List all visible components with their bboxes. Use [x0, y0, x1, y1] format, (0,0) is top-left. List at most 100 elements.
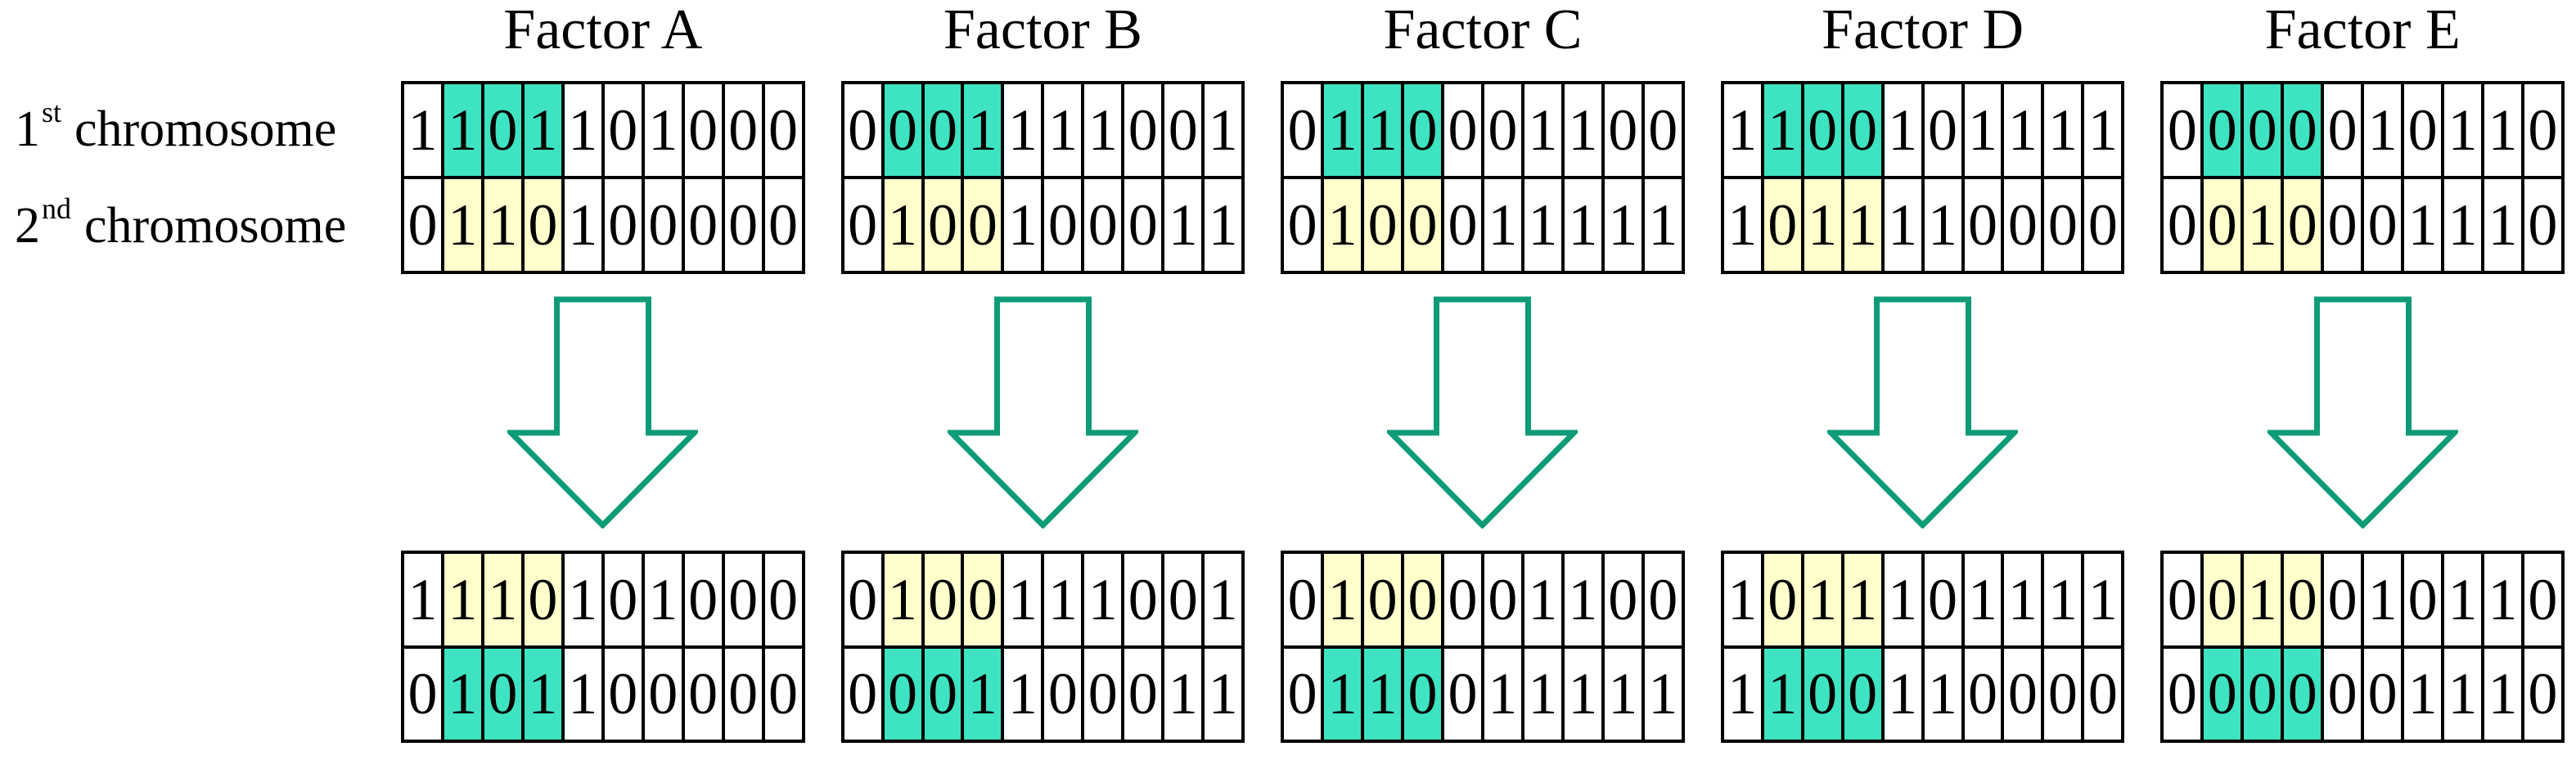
gene-cell: 1 [1201, 81, 1245, 179]
gene-cell: 0 [1441, 645, 1484, 743]
gene-cell: 1 [561, 81, 605, 179]
gene-cell: 0 [761, 551, 805, 649]
gene-cell: 0 [2361, 645, 2405, 743]
gene-cell: 0 [2281, 176, 2325, 274]
gene-cell: 0 [2520, 176, 2565, 274]
gene-cell: 0 [1441, 551, 1484, 649]
gene-cell: 1 [1520, 176, 1565, 274]
gene-cell: 0 [1480, 551, 1524, 649]
gene-cell: 1 [880, 176, 925, 274]
gene-cell: 0 [480, 645, 525, 743]
gene-cell: 0 [1840, 81, 1885, 179]
gene-cell: 0 [1441, 81, 1484, 179]
gene-cell: 0 [2401, 551, 2445, 649]
crossover-arrow [401, 274, 805, 551]
gene-cell: 0 [2160, 551, 2204, 649]
gene-cell: 0 [480, 81, 525, 179]
gene-cell: 1 [1880, 81, 1925, 179]
gene-cell: 1 [1201, 551, 1245, 649]
gene-cell: 0 [2200, 176, 2245, 274]
gene-cell: 1 [1480, 176, 1524, 274]
gene-cell: 1 [561, 645, 605, 743]
gene-cell: 1 [1001, 176, 1045, 274]
gene-cell: 1 [440, 645, 484, 743]
gene-cell: 0 [1281, 645, 1325, 743]
gene-cell: 0 [2200, 645, 2245, 743]
gene-cell: 0 [601, 176, 645, 274]
gene-cell: 1 [2240, 551, 2285, 649]
gene-cell: 0 [840, 176, 885, 274]
gene-cell: 1 [1880, 645, 1925, 743]
gene-cell: 1 [1880, 176, 1925, 274]
gene-cell: 0 [1161, 81, 1205, 179]
gene-cell: 0 [520, 176, 565, 274]
gene-cell: 0 [921, 81, 965, 179]
gene-cell: 0 [2001, 176, 2045, 274]
gene-cell: 1 [1641, 645, 1685, 743]
label-word: chromosome [83, 198, 347, 254]
ordinal-number: 2 [15, 198, 40, 254]
ordinal-number: 1 [15, 101, 40, 157]
gene-cell: 1 [1800, 551, 1844, 649]
gene-cell: 0 [1480, 81, 1524, 179]
gene-cell: 1 [1201, 176, 1245, 274]
gene-cell: 1 [2441, 551, 2484, 649]
gene-cell: 0 [681, 176, 725, 274]
down-arrow-icon [1827, 296, 2019, 528]
gene-cell: 1 [2361, 81, 2405, 179]
gene-cell: 0 [401, 645, 444, 743]
gene-cell: 1 [1961, 551, 2005, 649]
gene-cell: 0 [1401, 645, 1444, 743]
gene-cell: 0 [840, 551, 885, 649]
down-arrow-icon [947, 296, 1138, 528]
gene-cell: 1 [1001, 81, 1045, 179]
gene-cell: 0 [1401, 176, 1444, 274]
gene-cell: 0 [880, 645, 925, 743]
label-word: chromosome [74, 101, 337, 157]
gene-cell: 1 [440, 81, 484, 179]
factor-title: Factor A [503, 0, 703, 61]
gene-cell: 0 [961, 551, 1005, 649]
gene-cell: 1 [961, 645, 1005, 743]
gene-cell: 0 [2520, 645, 2565, 743]
gene-cell: 0 [2281, 81, 2325, 179]
gene-cell: 1 [2041, 81, 2085, 179]
gene-cell: 0 [1121, 81, 1165, 179]
gene-cell: 1 [561, 551, 605, 649]
gene-cell: 1 [1720, 176, 1764, 274]
gene-cell: 1 [1520, 645, 1565, 743]
gene-cell: 0 [1921, 551, 1965, 649]
gene-cell: 0 [401, 176, 444, 274]
gene-cell: 1 [1361, 81, 1405, 179]
gene-cell: 0 [1401, 81, 1444, 179]
gene-cell: 1 [2001, 81, 2045, 179]
gene-cell: 1 [440, 551, 484, 649]
gene-cell: 0 [2041, 645, 2085, 743]
gene-cell: 1 [1560, 551, 1605, 649]
gene-cell: 1 [520, 645, 565, 743]
gene-cell: 0 [2281, 645, 2325, 743]
gene-cell: 1 [1520, 551, 1565, 649]
gene-cell: 0 [2081, 176, 2125, 274]
gene-cell: 0 [1441, 176, 1484, 274]
gene-cell: 0 [2240, 645, 2285, 743]
gene-cell: 1 [2240, 176, 2285, 274]
down-arrow-icon [1387, 296, 1578, 528]
gene-cell: 0 [761, 176, 805, 274]
gene-cell: 1 [520, 81, 565, 179]
gene-cell: 0 [2520, 551, 2565, 649]
gene-cell: 0 [1961, 176, 2005, 274]
gene-cell: 0 [840, 81, 885, 179]
gene-cell: 0 [1121, 645, 1165, 743]
